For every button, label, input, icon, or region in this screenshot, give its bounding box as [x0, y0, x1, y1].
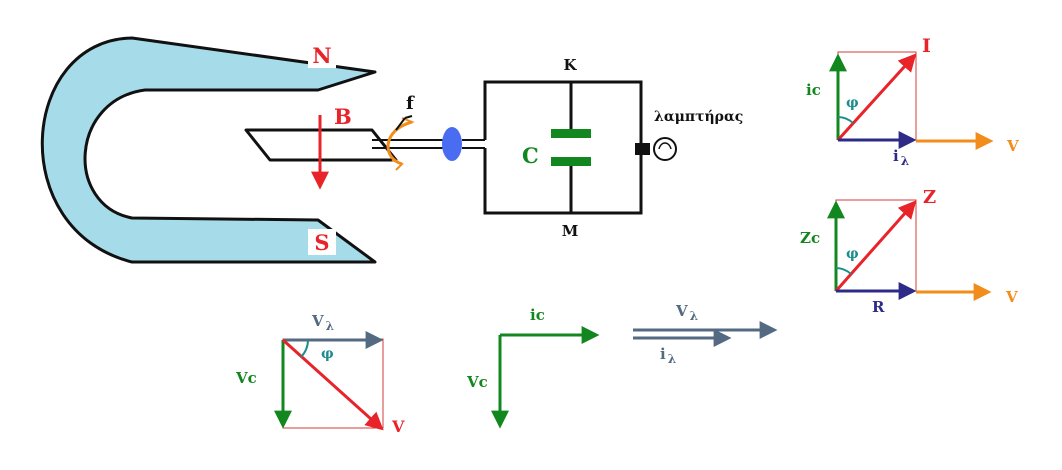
- frequency-label: f: [406, 93, 415, 114]
- v-vector-3: [281, 338, 384, 431]
- field-label: B: [334, 104, 352, 129]
- node-bottom-label: M: [562, 222, 579, 240]
- magnet-body: [40, 36, 377, 264]
- circuit: C K M λαμπτήρας: [483, 56, 743, 240]
- vc-label: Vc: [235, 369, 257, 387]
- rotating-coil: B f: [244, 93, 485, 190]
- rotation-arrow-icon: [386, 120, 413, 166]
- lamp-base: [635, 143, 650, 155]
- phi-label-3: φ: [321, 346, 334, 362]
- lamp-label: λαμπτήρας: [654, 109, 743, 125]
- v-label-2: V: [1005, 288, 1018, 306]
- v-label-3: V: [391, 417, 405, 436]
- north-pole-label: N: [312, 43, 331, 68]
- vc-label-2: Vc: [466, 373, 488, 391]
- capacitor-plate-bottom: [551, 157, 591, 166]
- phi-label: φ: [846, 95, 859, 111]
- impedance-phasor-diagram: φ Zc Z R V: [800, 187, 1018, 316]
- i-vector: [836, 53, 917, 142]
- capacitor-plate-top: [551, 129, 591, 138]
- node-top-label: K: [563, 56, 577, 74]
- slip-ring: [442, 127, 462, 161]
- quadrature-diagram: ic Vc: [466, 306, 600, 429]
- circuit-wire: [483, 80, 643, 143]
- i-label: I: [922, 35, 931, 57]
- z-vector: [834, 200, 917, 292]
- horseshoe-magnet: N S: [40, 36, 377, 264]
- v-label: V: [1006, 137, 1019, 155]
- ic-label-2: ic: [530, 306, 545, 324]
- zc-label: Zc: [800, 229, 820, 247]
- lamp-bulb-icon: [653, 137, 677, 161]
- south-pole-label: S: [314, 230, 329, 255]
- ic-label: ic: [806, 81, 821, 99]
- z-label: Z: [923, 187, 936, 208]
- r-label: R: [872, 298, 885, 316]
- phi-label-2: φ: [846, 246, 859, 262]
- capacitor-label: C: [522, 143, 539, 168]
